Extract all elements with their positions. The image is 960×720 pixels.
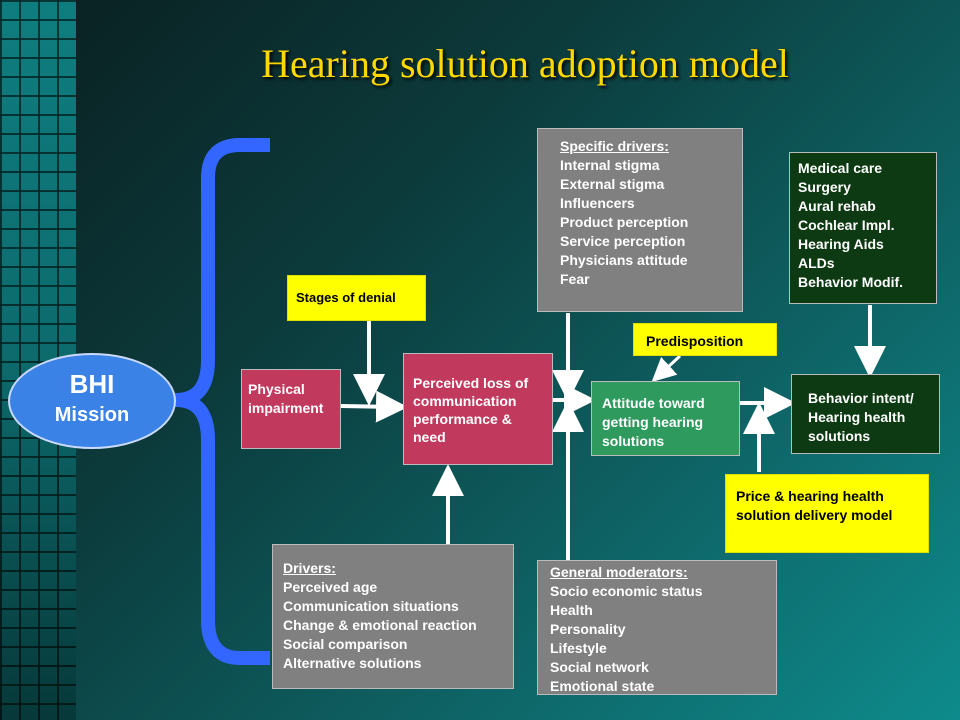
medical-care-box: Medical care Surgery Aural rehab Cochlea… (789, 152, 937, 304)
perceived-loss-line: need (413, 429, 446, 445)
bhi-label: BHI (69, 369, 115, 399)
moderator-item: Socio economic status (550, 583, 703, 599)
medical-care-item: ALDs (798, 255, 835, 271)
specific-driver-item: Internal stigma (560, 157, 660, 173)
specific-drivers-heading: Specific drivers: (560, 138, 669, 154)
general-moderators-box: General moderators: Socio economic statu… (537, 560, 777, 695)
specific-driver-item: Product perception (560, 214, 689, 230)
predisposition-label: Predisposition (646, 333, 744, 349)
drivers-heading: Drivers: (283, 560, 336, 576)
mission-bracket (169, 138, 270, 665)
attitude-box: Attitude toward getting hearing solution… (591, 381, 740, 456)
attitude-line: Attitude toward (602, 395, 705, 411)
behavior-intent-line: Hearing health (808, 409, 906, 425)
stages-of-denial-label: Stages of denial (296, 290, 396, 305)
perceived-loss-box: Perceived loss of communication performa… (403, 353, 553, 465)
driver-item: Alternative solutions (283, 655, 422, 671)
medical-care-item: Medical care (798, 160, 883, 176)
driver-item: Perceived age (283, 579, 378, 595)
attitude-line: getting hearing (602, 414, 704, 430)
page-title: Hearing solution adoption model (261, 41, 789, 86)
specific-driver-item: Physicians attitude (560, 252, 688, 268)
price-model-line: Price & hearing health (736, 488, 884, 504)
perceived-loss-line: Perceived loss of (413, 375, 529, 391)
driver-item: Change & emotional reaction (283, 617, 477, 633)
moderator-item: Health (550, 602, 593, 618)
perceived-loss-line: performance & (413, 411, 512, 427)
medical-care-item: Aural rehab (798, 198, 876, 214)
medical-care-item: Cochlear Impl. (798, 217, 895, 233)
driver-item: Social comparison (283, 636, 408, 652)
predisposition-box: Predisposition (633, 323, 777, 356)
behavior-intent-line: Behavior intent/ (808, 390, 914, 406)
bhi-mission-ellipse: BHI Mission (8, 353, 176, 449)
moderator-item: Social network (550, 659, 649, 675)
specific-drivers-box: Specific drivers: Internal stigma Extern… (537, 128, 743, 312)
perceived-loss-line: communication (413, 393, 517, 409)
behavior-intent-box: Behavior intent/ Hearing health solution… (791, 374, 940, 454)
physical-impairment-line: impairment (248, 400, 324, 416)
general-moderators-heading: General moderators: (550, 564, 688, 580)
moderator-item: Emotional state (550, 678, 655, 694)
price-model-line: solution delivery model (736, 507, 893, 523)
specific-driver-item: Influencers (560, 195, 635, 211)
attitude-line: solutions (602, 433, 665, 449)
price-model-box: Price & hearing health solution delivery… (725, 474, 929, 553)
medical-care-item: Surgery (798, 179, 851, 195)
specific-driver-item: Fear (560, 271, 590, 287)
arrow-predisposition-diag (651, 354, 682, 383)
physical-impairment-box: Physical impairment (241, 369, 341, 449)
driver-item: Communication situations (283, 598, 459, 614)
behavior-intent-line: solutions (808, 428, 871, 444)
arrow-physical-to-loss (340, 390, 408, 423)
mission-label: Mission (54, 404, 130, 426)
stages-of-denial-box: Stages of denial (287, 275, 426, 321)
drivers-box: Drivers: Perceived age Communication sit… (272, 544, 514, 689)
specific-driver-item: External stigma (560, 176, 665, 192)
medical-care-item: Behavior Modif. (798, 274, 904, 290)
medical-care-item: Hearing Aids (798, 236, 884, 252)
specific-driver-item: Service perception (560, 233, 686, 249)
moderator-item: Personality (550, 621, 626, 637)
moderator-item: Lifestyle (550, 640, 607, 656)
physical-impairment-line: Physical (248, 381, 305, 397)
